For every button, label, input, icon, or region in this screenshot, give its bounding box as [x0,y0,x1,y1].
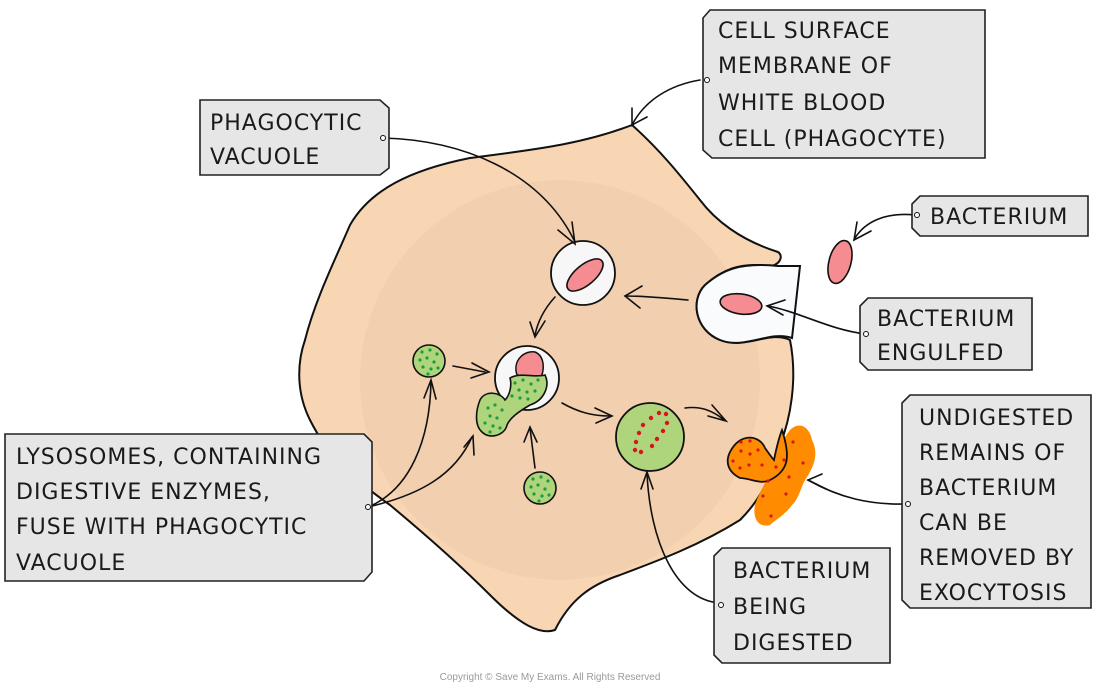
label-line: PHAGOCYTIC [210,111,363,136]
label-line: REMOVED BY [919,546,1074,571]
label-bacterium-engulfed: BACTERIUM ENGULFED [859,297,1033,371]
watermark-circle [360,180,760,580]
label-line: CELL (PHAGOCYTE) [718,127,947,152]
label-line: DIGESTIVE ENZYMES, [16,480,271,505]
label-line: MEMBRANE OF [718,54,893,79]
label-line: VACUOLE [16,551,126,576]
label-line: CELL SURFACE [718,19,891,44]
label-line: EXOCYTOSIS [919,581,1067,606]
process-arrows [452,285,729,469]
label-undigested: UNDIGESTED REMAINS OF BACTERIUM CAN BE R… [901,394,1092,609]
label-line: UNDIGESTED [919,406,1074,431]
callout-arrows [367,79,916,604]
label-line: VACUOLE [210,145,320,170]
label-line: CAN BE [919,511,1008,536]
bacterium-in-vacuole [566,258,604,292]
copyright-text: Copyright © Save My Exams. All Rights Re… [440,672,661,683]
label-line: ENGULFED [877,341,1004,366]
label-line: DIGESTED [733,631,854,656]
bacterium-partial [515,351,545,379]
label-line: BACTERIUM [930,205,1068,230]
label-line: BACTERIUM [919,476,1057,501]
label-phagocytic-vacuole: PHAGOCYTIC VACUOLE [199,99,390,176]
label-lysosomes: LYSOSOMES, CONTAINING DIGESTIVE ENZYMES,… [4,433,373,582]
lysosome-left [412,344,446,378]
label-line: REMAINS OF [919,441,1066,466]
label-line: LYSOSOMES, CONTAINING [16,445,322,470]
label-bacterium: BACTERIUM [911,195,1089,237]
label-cell-membrane: CELL SURFACE MEMBRANE OF WHITE BLOOD CEL… [702,9,986,159]
label-line: FUSE WITH PHAGOCYTIC [16,515,307,540]
bacterium-free [827,239,853,285]
label-line: BEING [733,595,807,620]
digesting-vacuole [615,402,685,472]
fused-lysosome [475,374,548,437]
bacterium-engulfed [719,292,763,316]
label-line: WHITE BLOOD [718,91,886,116]
label-line: BACTERIUM [877,307,1015,332]
fused-lysosome-dots [483,378,540,434]
undigested-remains [726,425,816,526]
label-line: BACTERIUM [733,559,871,584]
label-being-digested: BACTERIUM BEING DIGESTED [713,547,891,664]
lysosome-bottom [523,471,557,505]
